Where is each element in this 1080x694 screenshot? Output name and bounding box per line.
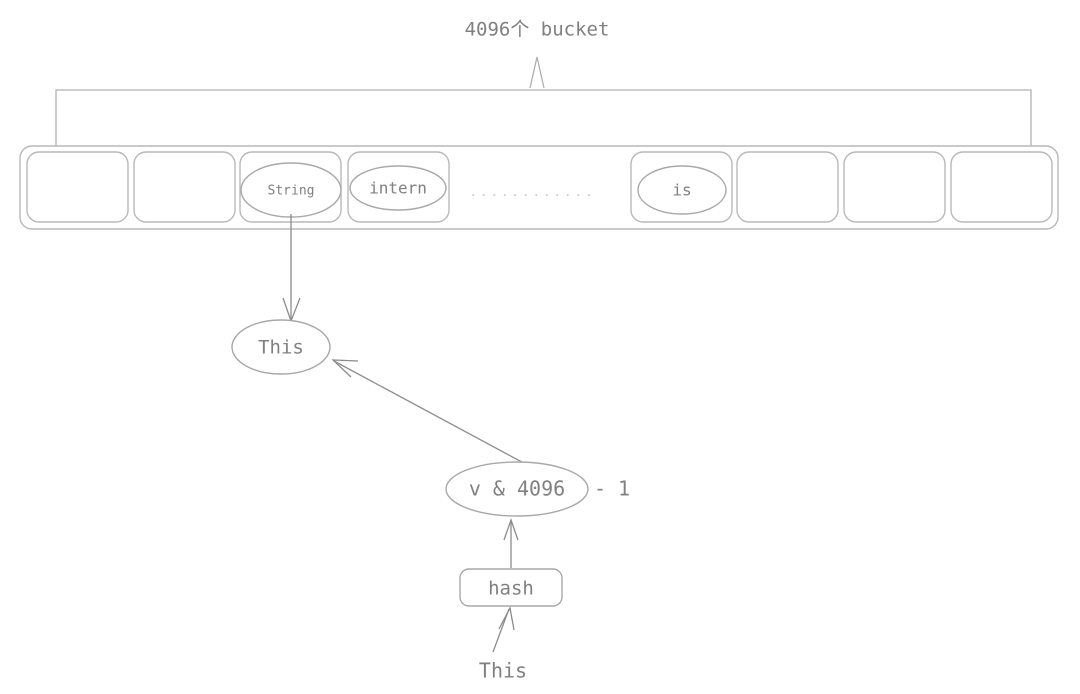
bucket-cell-7[interactable] [843,151,946,223]
bucket-cell-1-box [133,151,236,223]
bucket-cell-1[interactable] [133,151,236,223]
bucket-cell-0[interactable] [26,151,129,223]
bucket-cell-5-ellipse [637,165,727,215]
title-caret-icon [529,56,545,89]
bucket-cell-2-label: String [268,184,315,199]
node-index-expression[interactable]: v & 4096 - 1 [445,461,630,517]
bucket-cell-7-box [843,151,946,223]
bucket-cell-6[interactable] [736,151,839,223]
node-this-chain[interactable]: This [231,319,331,375]
node-hash-box[interactable]: hash [459,568,563,607]
node-index-expression-ellipse [445,461,589,517]
input-string-label: This [479,659,527,683]
node-index-expression-label: v & 4096 [469,477,565,501]
arrow-string-cell-to-this [282,214,301,323]
arrow-hash-to-index [503,518,519,568]
bucket-cell-8[interactable] [950,151,1053,223]
diagram-title: 4096个 bucket [465,19,610,41]
bucket-cell-3[interactable]: intern [347,151,450,223]
bucket-cell-6-box [736,151,839,223]
bucket-cell-5[interactable]: is [630,151,733,223]
arrow-index-to-this [331,359,534,469]
node-index-expression-suffix: - 1 [594,477,630,501]
node-hash-box-rect [459,568,563,607]
bucket-cell-3-label: intern [369,179,427,198]
bucket-cell-0-box [26,151,129,223]
node-hash-box-label: hash [488,578,534,600]
bucket-cell-3-ellipse [349,165,447,211]
arrow-input-to-hash [492,606,515,653]
bucket-cell-5-label: is [672,181,691,200]
array-span-bracket [55,89,1032,146]
node-this-chain-ellipse [231,319,331,375]
bucket-cell-2[interactable]: String [239,151,342,223]
bucket-cell-8-box [950,151,1053,223]
node-this-chain-label: This [258,337,304,359]
